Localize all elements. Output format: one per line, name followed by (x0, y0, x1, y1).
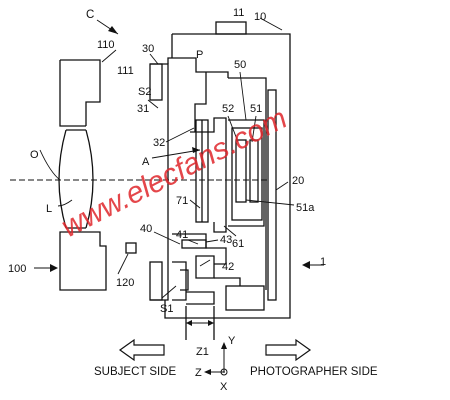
label-110: 110 (97, 39, 115, 51)
x-axis-symbol (220, 368, 228, 376)
monitor-52 (235, 139, 247, 203)
body-housing (164, 33, 291, 319)
label-z: Z (195, 367, 202, 379)
rear-panel-20 (267, 89, 277, 301)
label-l: L (46, 203, 52, 215)
leader-43 (205, 239, 219, 243)
label-71: 71 (176, 195, 188, 207)
leader-42 (199, 259, 211, 267)
arrow-a (192, 147, 200, 153)
label-p: P (196, 49, 203, 61)
label-52: 52 (222, 103, 234, 115)
leader-41 (187, 239, 199, 245)
leader-a (151, 149, 201, 159)
label-11: 11 (233, 7, 244, 19)
leader-o (39, 149, 61, 181)
label-42: 42 (222, 261, 234, 273)
label-51a: 51a (296, 202, 315, 214)
leader-110 (101, 49, 117, 63)
label-20: 20 (292, 175, 304, 187)
lens-right-curve (85, 129, 94, 229)
leader-61 (223, 225, 237, 237)
label-100: 100 (8, 263, 26, 275)
arrow-100 (50, 264, 58, 272)
photographer-side-arrow (265, 338, 312, 362)
inner-wall-upper (194, 72, 207, 132)
leader-20 (275, 181, 289, 191)
part-s1-body (172, 261, 187, 301)
label-51: 51 (250, 103, 262, 115)
arrow-heads (50, 26, 310, 326)
label-31: 31 (137, 103, 149, 115)
label-x: X (220, 381, 228, 393)
label-30: 30 (142, 43, 154, 55)
label-a: A (142, 156, 150, 168)
leader-51a (245, 199, 295, 206)
label-s1: S1 (160, 303, 173, 315)
part-42 (195, 255, 215, 279)
leader-l (57, 199, 73, 207)
leader-31 (147, 99, 159, 109)
part-s1-inner (180, 269, 189, 291)
label-photographer-side: PHOTOGRAPHER SIDE (250, 366, 378, 378)
label-120: 120 (116, 277, 134, 289)
leader-50 (239, 71, 247, 121)
leader-120 (117, 253, 129, 275)
leader-40 (153, 231, 181, 245)
holder-frame (190, 117, 227, 233)
monitor-50 (231, 127, 263, 221)
z-arrow (204, 369, 211, 375)
leader-30 (149, 53, 159, 65)
label-s2: S2 (138, 86, 151, 98)
label-41: 41 (176, 229, 188, 241)
leader-lines (39, 17, 295, 299)
label-1: 1 (320, 256, 326, 268)
leader-52 (227, 115, 239, 143)
inner-partition-top (206, 71, 229, 78)
mount-ring-lower (149, 261, 163, 301)
label-43: 43 (220, 234, 232, 246)
subject-side-arrow (118, 338, 165, 362)
arrow-c (108, 26, 118, 34)
lens-barrel-bottom (59, 231, 107, 291)
leader-32 (165, 127, 195, 143)
lens-barrel-top-left (59, 60, 86, 127)
leader-51 (251, 115, 257, 143)
watermark-text: www.elecfans.com (56, 102, 292, 244)
label-111: 111 (117, 65, 134, 77)
mount-top-lip (167, 57, 206, 73)
mount-ring-upper (149, 63, 163, 101)
label-o: O (30, 149, 39, 161)
leader-71 (189, 199, 201, 209)
battery-box (225, 285, 265, 311)
coordinate-axes (208, 346, 225, 373)
leader-10 (259, 17, 283, 31)
label-32: 32 (153, 137, 165, 149)
button-11 (215, 21, 247, 35)
lens-barrel-top (60, 59, 101, 126)
label-40: 40 (140, 223, 152, 235)
monitor-51 (249, 139, 259, 203)
part-41 (181, 239, 207, 249)
x-axis-dot (223, 371, 225, 373)
leader-s1 (161, 285, 177, 299)
label-61: 61 (232, 238, 244, 250)
battery-link (214, 277, 241, 286)
bottom-plate (186, 291, 215, 305)
label-10: 10 (254, 11, 266, 23)
lower-mechanism (172, 233, 227, 265)
label-50: 50 (234, 59, 246, 71)
contact-120 (125, 242, 137, 254)
label-y: Y (228, 335, 236, 347)
label-subject-side: SUBJECT SIDE (94, 366, 177, 378)
label-c: C (86, 9, 94, 21)
label-z1: Z1 (196, 346, 209, 358)
y-arrow (221, 342, 227, 349)
